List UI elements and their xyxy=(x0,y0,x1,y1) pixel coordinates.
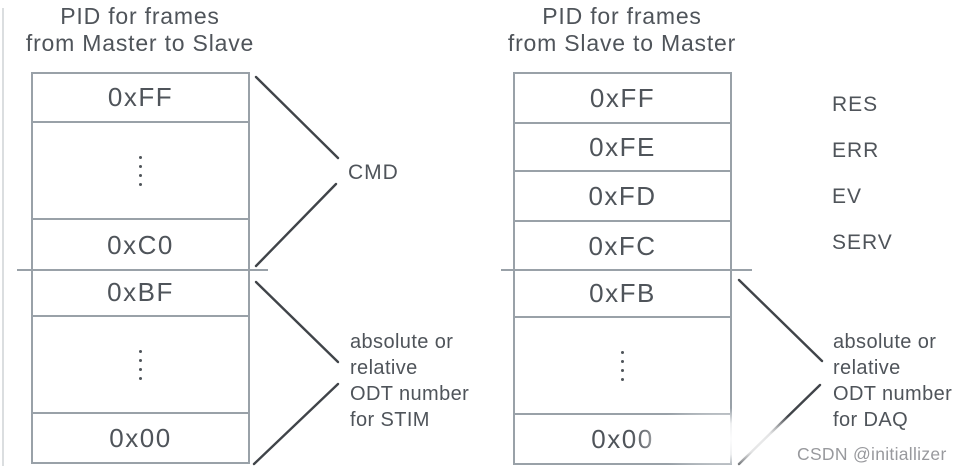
right-range-divider-line xyxy=(501,269,752,271)
daq-note: absolute or relative ODT number for DAQ xyxy=(833,329,952,433)
cmd-bracket-line-top xyxy=(254,75,340,160)
left-range-divider-line xyxy=(17,269,268,271)
cell-value: 0xFF xyxy=(107,82,174,112)
cmd-label: CMD xyxy=(348,161,399,184)
stim-note-line4: for STIM xyxy=(350,409,430,431)
cell-0xfe: 0xFE xyxy=(515,124,730,172)
cell-0xff: 0xFF xyxy=(515,74,730,124)
right-table-title: PID for frames from Slave to Master xyxy=(472,3,772,57)
daq-note-line1: absolute or xyxy=(833,331,937,353)
cell-value: 0xC0 xyxy=(107,229,174,260)
cell-0xbf: 0xBF xyxy=(33,270,248,317)
vertical-ellipsis-icon xyxy=(139,155,142,186)
left-edge-artifact xyxy=(2,8,4,466)
cell-0xc0: 0xC0 xyxy=(33,220,248,270)
right-title-line2: from Slave to Master xyxy=(507,30,737,56)
cell-0xff: 0xFF xyxy=(33,74,248,123)
stim-bracket-line-top xyxy=(254,280,340,364)
daq-note-line3: ODT number xyxy=(833,383,953,405)
stim-bracket-line-bottom xyxy=(252,382,340,466)
right-title-line1: PID for frames xyxy=(542,3,702,29)
ellipsis-cell xyxy=(33,123,248,220)
cell-value: 0xFF xyxy=(589,82,656,113)
stim-note-line3: ODT number xyxy=(350,383,470,405)
cell-0x00: 0x00 xyxy=(33,414,248,462)
daq-note-line4: for DAQ xyxy=(833,409,909,431)
cell-value: 0xFB xyxy=(589,277,656,308)
stim-note-line2: relative xyxy=(350,357,418,379)
stim-note-line1: absolute or xyxy=(350,331,454,353)
label-res: RES xyxy=(832,93,879,116)
label-serv: SERV xyxy=(832,231,893,254)
cell-value: 0xBF xyxy=(107,277,174,307)
daq-note-line2: relative xyxy=(833,357,901,379)
slave-to-master-pid-table: 0xFF 0xFE 0xFD 0xFC 0xFB 0x00 xyxy=(513,72,732,465)
left-table-title: PID for frames from Master to Slave xyxy=(0,3,290,57)
watermark-text: CSDN @initiallizer xyxy=(797,444,947,464)
master-to-slave-pid-table: 0xFF 0xC0 0xBF 0x00 xyxy=(31,72,250,464)
daq-bracket-line-top xyxy=(737,278,824,363)
watermark-blob xyxy=(630,408,820,470)
ellipsis-cell xyxy=(33,317,248,414)
vertical-ellipsis-icon xyxy=(139,349,142,380)
ellipsis-cell xyxy=(515,318,730,415)
left-title-line2: from Master to Slave xyxy=(25,30,255,56)
cell-0xfd: 0xFD xyxy=(515,172,730,222)
cell-value: 0xFE xyxy=(589,131,656,162)
stim-note: absolute or relative ODT number for STIM xyxy=(350,329,469,433)
label-err: ERR xyxy=(832,139,880,162)
label-ev: EV xyxy=(832,185,863,208)
cell-0xfc: 0xFC xyxy=(515,222,730,270)
vertical-ellipsis-icon xyxy=(621,350,624,381)
cell-value: 0xFC xyxy=(588,230,657,261)
cmd-bracket-line-bottom xyxy=(254,182,338,268)
cell-0xfb: 0xFB xyxy=(515,270,730,318)
left-title-line1: PID for frames xyxy=(60,3,220,29)
cell-value: 0x00 xyxy=(109,422,172,453)
cell-value: 0xFD xyxy=(588,180,657,211)
